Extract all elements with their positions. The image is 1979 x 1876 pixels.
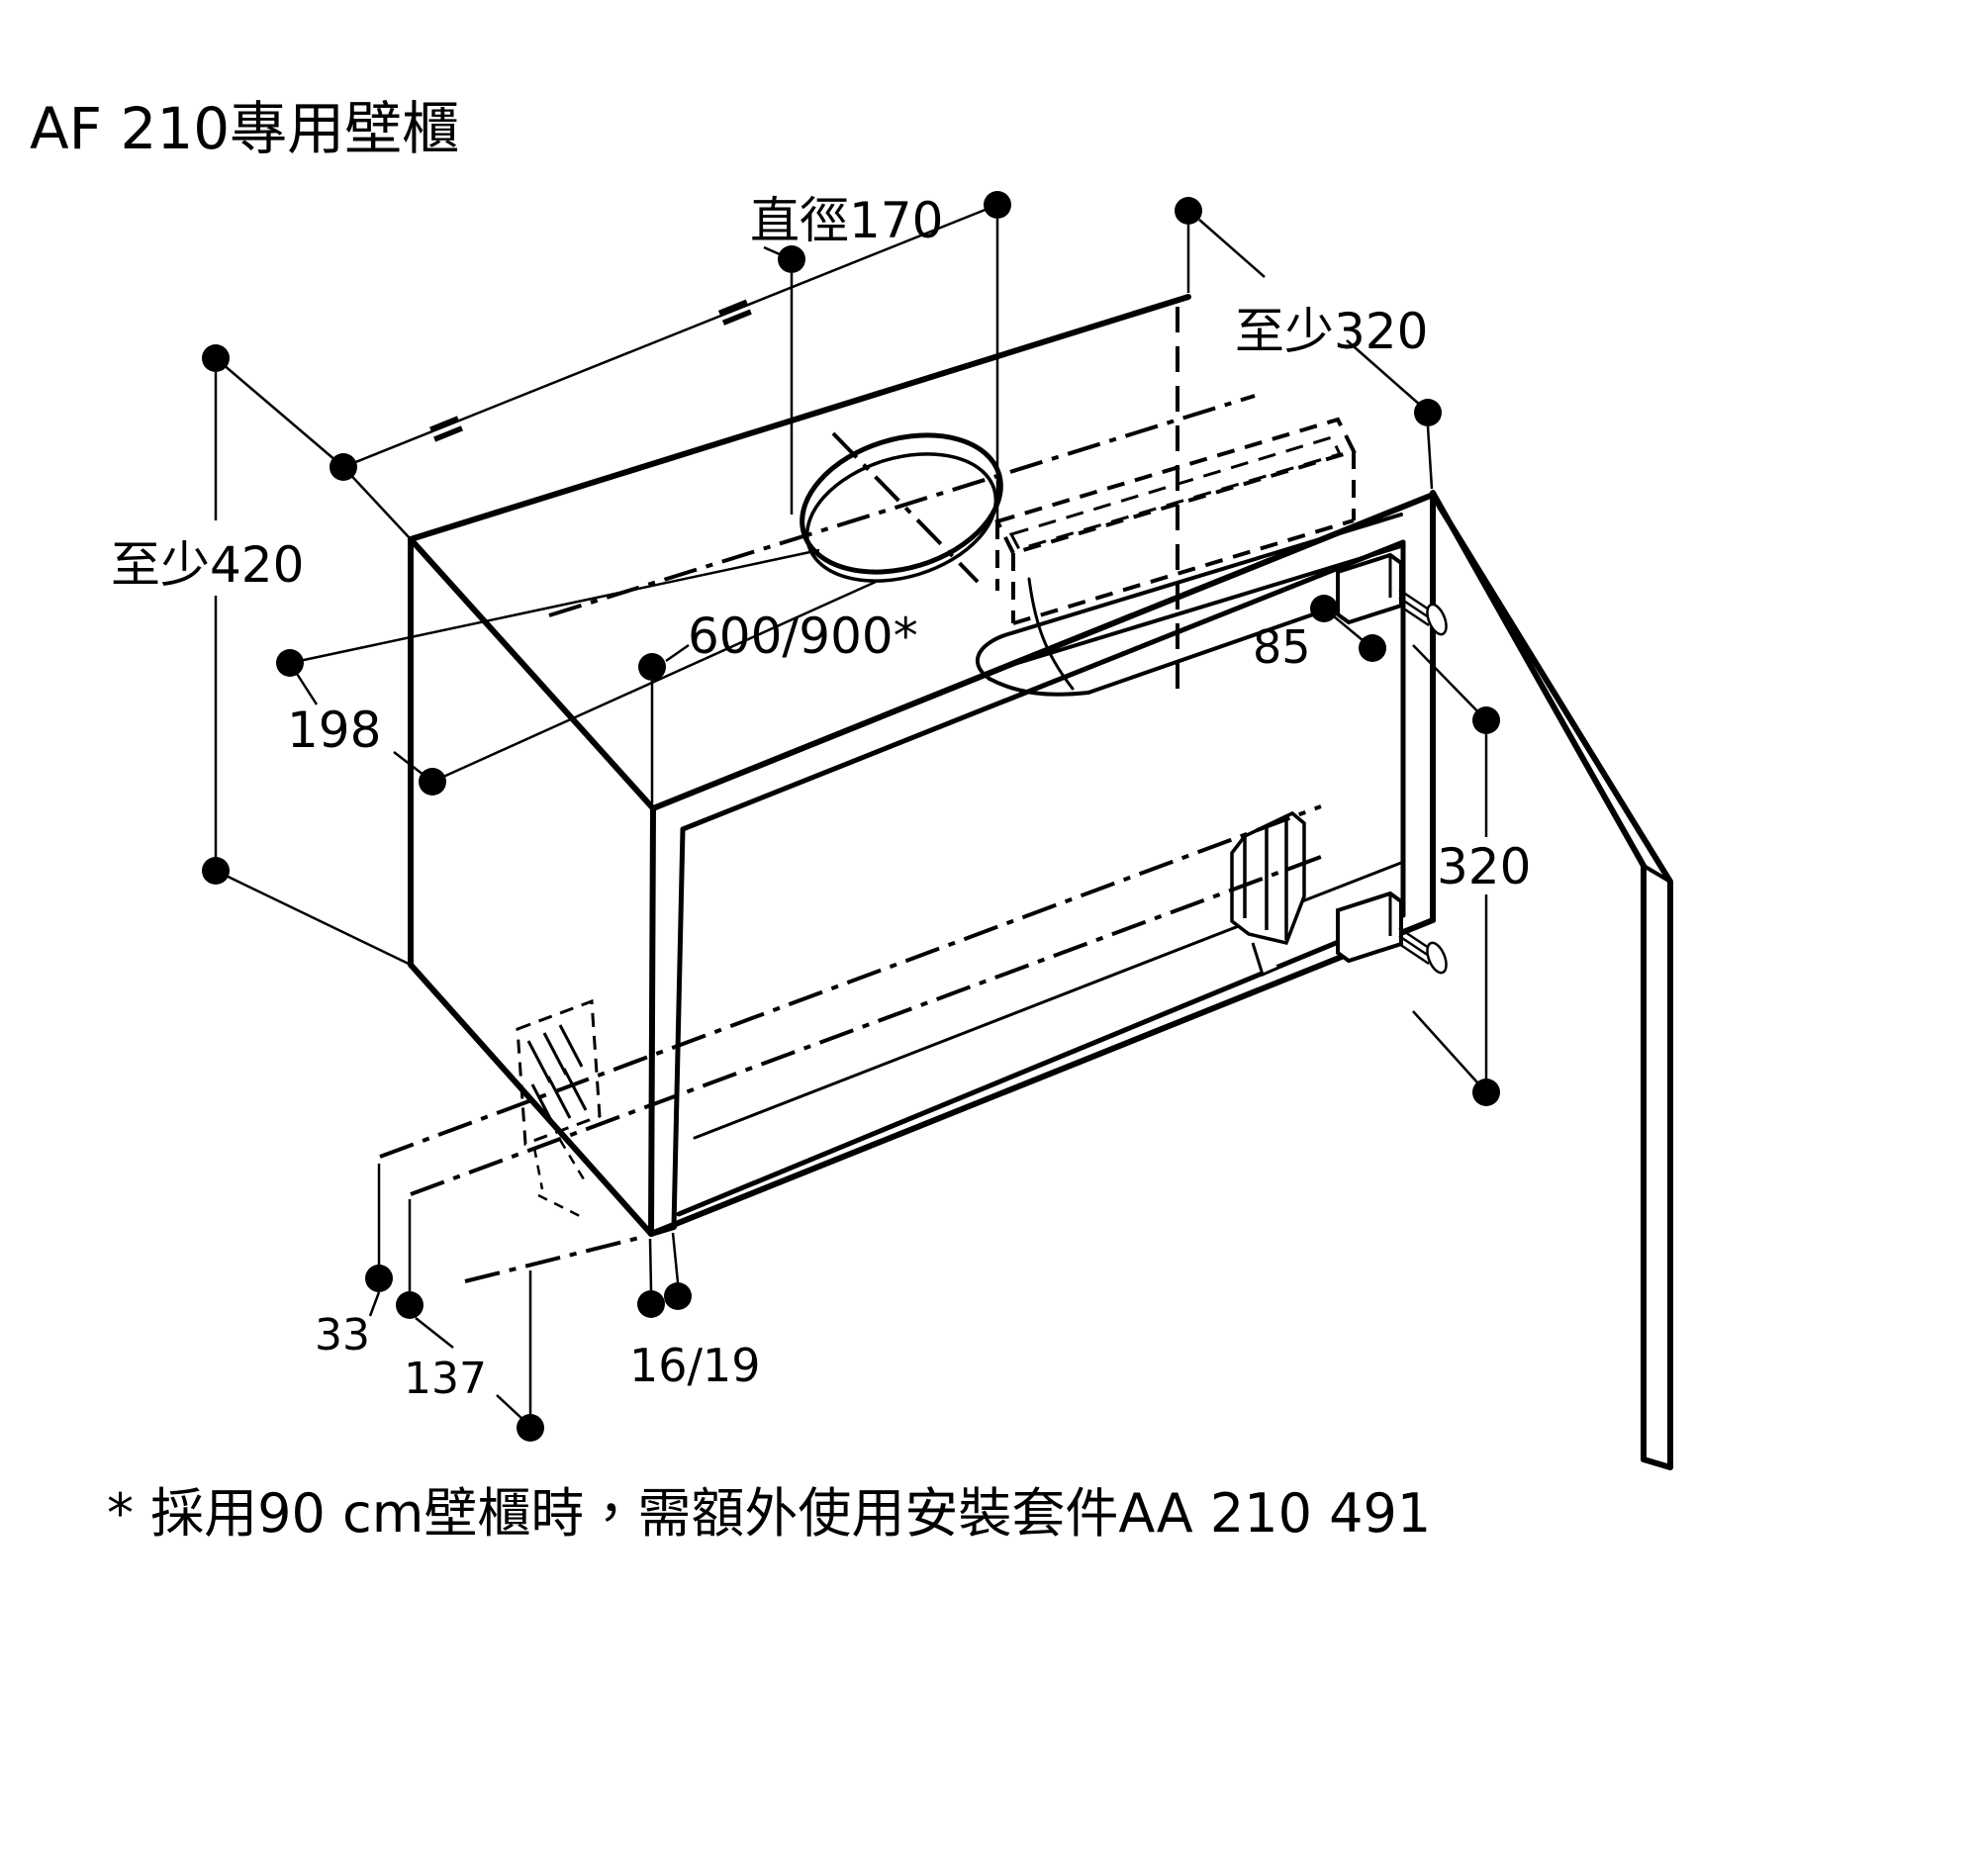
bottom-front-edge: [648, 917, 1436, 1237]
rail-top-edge: [1009, 513, 1403, 635]
callout-dot: [1472, 1079, 1500, 1106]
callout-dot: [1414, 399, 1442, 426]
min-depth-leader-right: [1346, 339, 1422, 407]
rail-left-curve-bottom: [988, 677, 1090, 697]
panel-thickness-label: 16/19: [629, 1339, 761, 1392]
panel-thickness-extension-a: [648, 1238, 653, 1291]
dim-33-label: 33: [315, 1310, 370, 1360]
dim-hinge-spacing: 320: [1412, 644, 1531, 1106]
top-front-edge: [650, 492, 1436, 811]
dim-198: 198: [276, 548, 877, 796]
screw-top: [1398, 588, 1448, 636]
dim-137-leader-a: [415, 1317, 454, 1349]
top-rear-edge: [408, 294, 1191, 542]
dim-198-label: 198: [287, 702, 381, 759]
vent-hole-centerlines: [548, 394, 1256, 617]
callout-dot: [1310, 595, 1338, 622]
dim-137-leader-b: [496, 1394, 525, 1422]
callout-dot: [517, 1414, 544, 1442]
duct-slot-bottom-edge: [1012, 518, 1355, 625]
callout-dot: [638, 653, 666, 681]
dim-panel-thickness: 16/19: [629, 1232, 761, 1392]
screw-top-head: [1426, 603, 1448, 636]
cabinet-width-leader: [665, 643, 690, 663]
dim-198-extension-a: [289, 548, 820, 665]
hinge-bracket-top: [1336, 552, 1448, 636]
dim-min-depth: 至少320: [1175, 197, 1442, 490]
axis-upper: [379, 804, 1322, 1159]
rail-left-curve-top: [976, 631, 1013, 681]
hinge-spacing-leader-top: [1412, 644, 1487, 721]
opening-bottom-edge: [676, 912, 1406, 1217]
min-depth-leader-left: [1198, 219, 1266, 278]
door-panel: [1430, 490, 1673, 1470]
diameter-label: 直徑170: [750, 192, 943, 249]
dim-198-extension-b: [431, 580, 877, 784]
min-height-leader-top: [215, 357, 344, 468]
dim-33-137: 33 137: [315, 1164, 544, 1442]
callout-dot: [1472, 706, 1500, 734]
door-panel-top-corner-edge: [1642, 864, 1672, 884]
hinge-spacing-label: 320: [1437, 838, 1531, 895]
callout-dot: [1175, 197, 1202, 225]
callout-dot: [202, 857, 230, 885]
dim-85: 85: [1253, 595, 1386, 674]
callout-dot: [202, 344, 230, 372]
opening-top-edge: [680, 539, 1406, 832]
dim-min-height: 至少420: [111, 344, 412, 967]
bottom-left-edge: [408, 962, 654, 1237]
footnote: * 採用90 cm壁櫃時，需額外使用安裝套件AA 210 491: [107, 1482, 1431, 1545]
callout-dot: [1359, 634, 1386, 662]
screw-bottom-head: [1426, 941, 1448, 975]
alignment-axes: [379, 804, 1322, 1283]
latch-left-outline: [516, 998, 602, 1147]
rail-front-edge: [1009, 544, 1403, 667]
min-depth-extension-right: [1426, 425, 1434, 490]
axis-bottom-short: [464, 1235, 644, 1283]
top-left-edge: [408, 536, 656, 811]
callout-dot: [664, 1282, 692, 1310]
power-cord: [1027, 577, 1075, 691]
callout-dot: [637, 1290, 665, 1318]
hinge-spacing-leader-bottom: [1412, 1010, 1487, 1093]
callout-dot: [276, 649, 304, 677]
callout-dot: [778, 245, 805, 273]
min-height-label: 至少420: [111, 536, 304, 594]
dim-137-label: 137: [404, 1354, 487, 1404]
duct-slot-top-rim-inner: [1008, 435, 1343, 551]
dim-cabinet-width: 600/900*: [638, 608, 918, 803]
front-left-vertical-edge: [648, 805, 656, 1237]
dim-85-label: 85: [1253, 620, 1311, 674]
latch-left: [516, 998, 602, 1219]
latch-bracket-right: [1230, 810, 1306, 978]
centerline-width-axis: [548, 394, 1256, 617]
page-title: AF 210專用壁櫃: [30, 95, 459, 162]
opening-left-jamb: [671, 826, 686, 1230]
min-depth-label: 至少320: [1235, 303, 1428, 360]
hinge-bracket-bottom: [1336, 891, 1448, 975]
latch-bracket-foot: [1251, 942, 1279, 978]
latch-left-tails: [532, 1139, 586, 1219]
dim-33-leader: [368, 1291, 381, 1317]
panel-thickness-extension-b: [671, 1232, 680, 1283]
bottom-corner-tip: [648, 1224, 677, 1237]
min-height-leader-bottom: [215, 869, 412, 967]
equal-dimension-line: [342, 203, 998, 469]
equal-leader-corner: [342, 466, 412, 540]
cabinet-outline: [408, 294, 1436, 1237]
axis-lower: [410, 855, 1322, 1196]
callout-dot: [419, 768, 446, 796]
vent-hole-inner-rim: [804, 452, 998, 583]
screw-bottom: [1398, 926, 1448, 975]
callout-dot: [365, 1265, 393, 1292]
cabinet-width-label: 600/900*: [688, 608, 918, 665]
callout-dot: [396, 1291, 424, 1319]
latch-left-hatching: [526, 1024, 588, 1127]
